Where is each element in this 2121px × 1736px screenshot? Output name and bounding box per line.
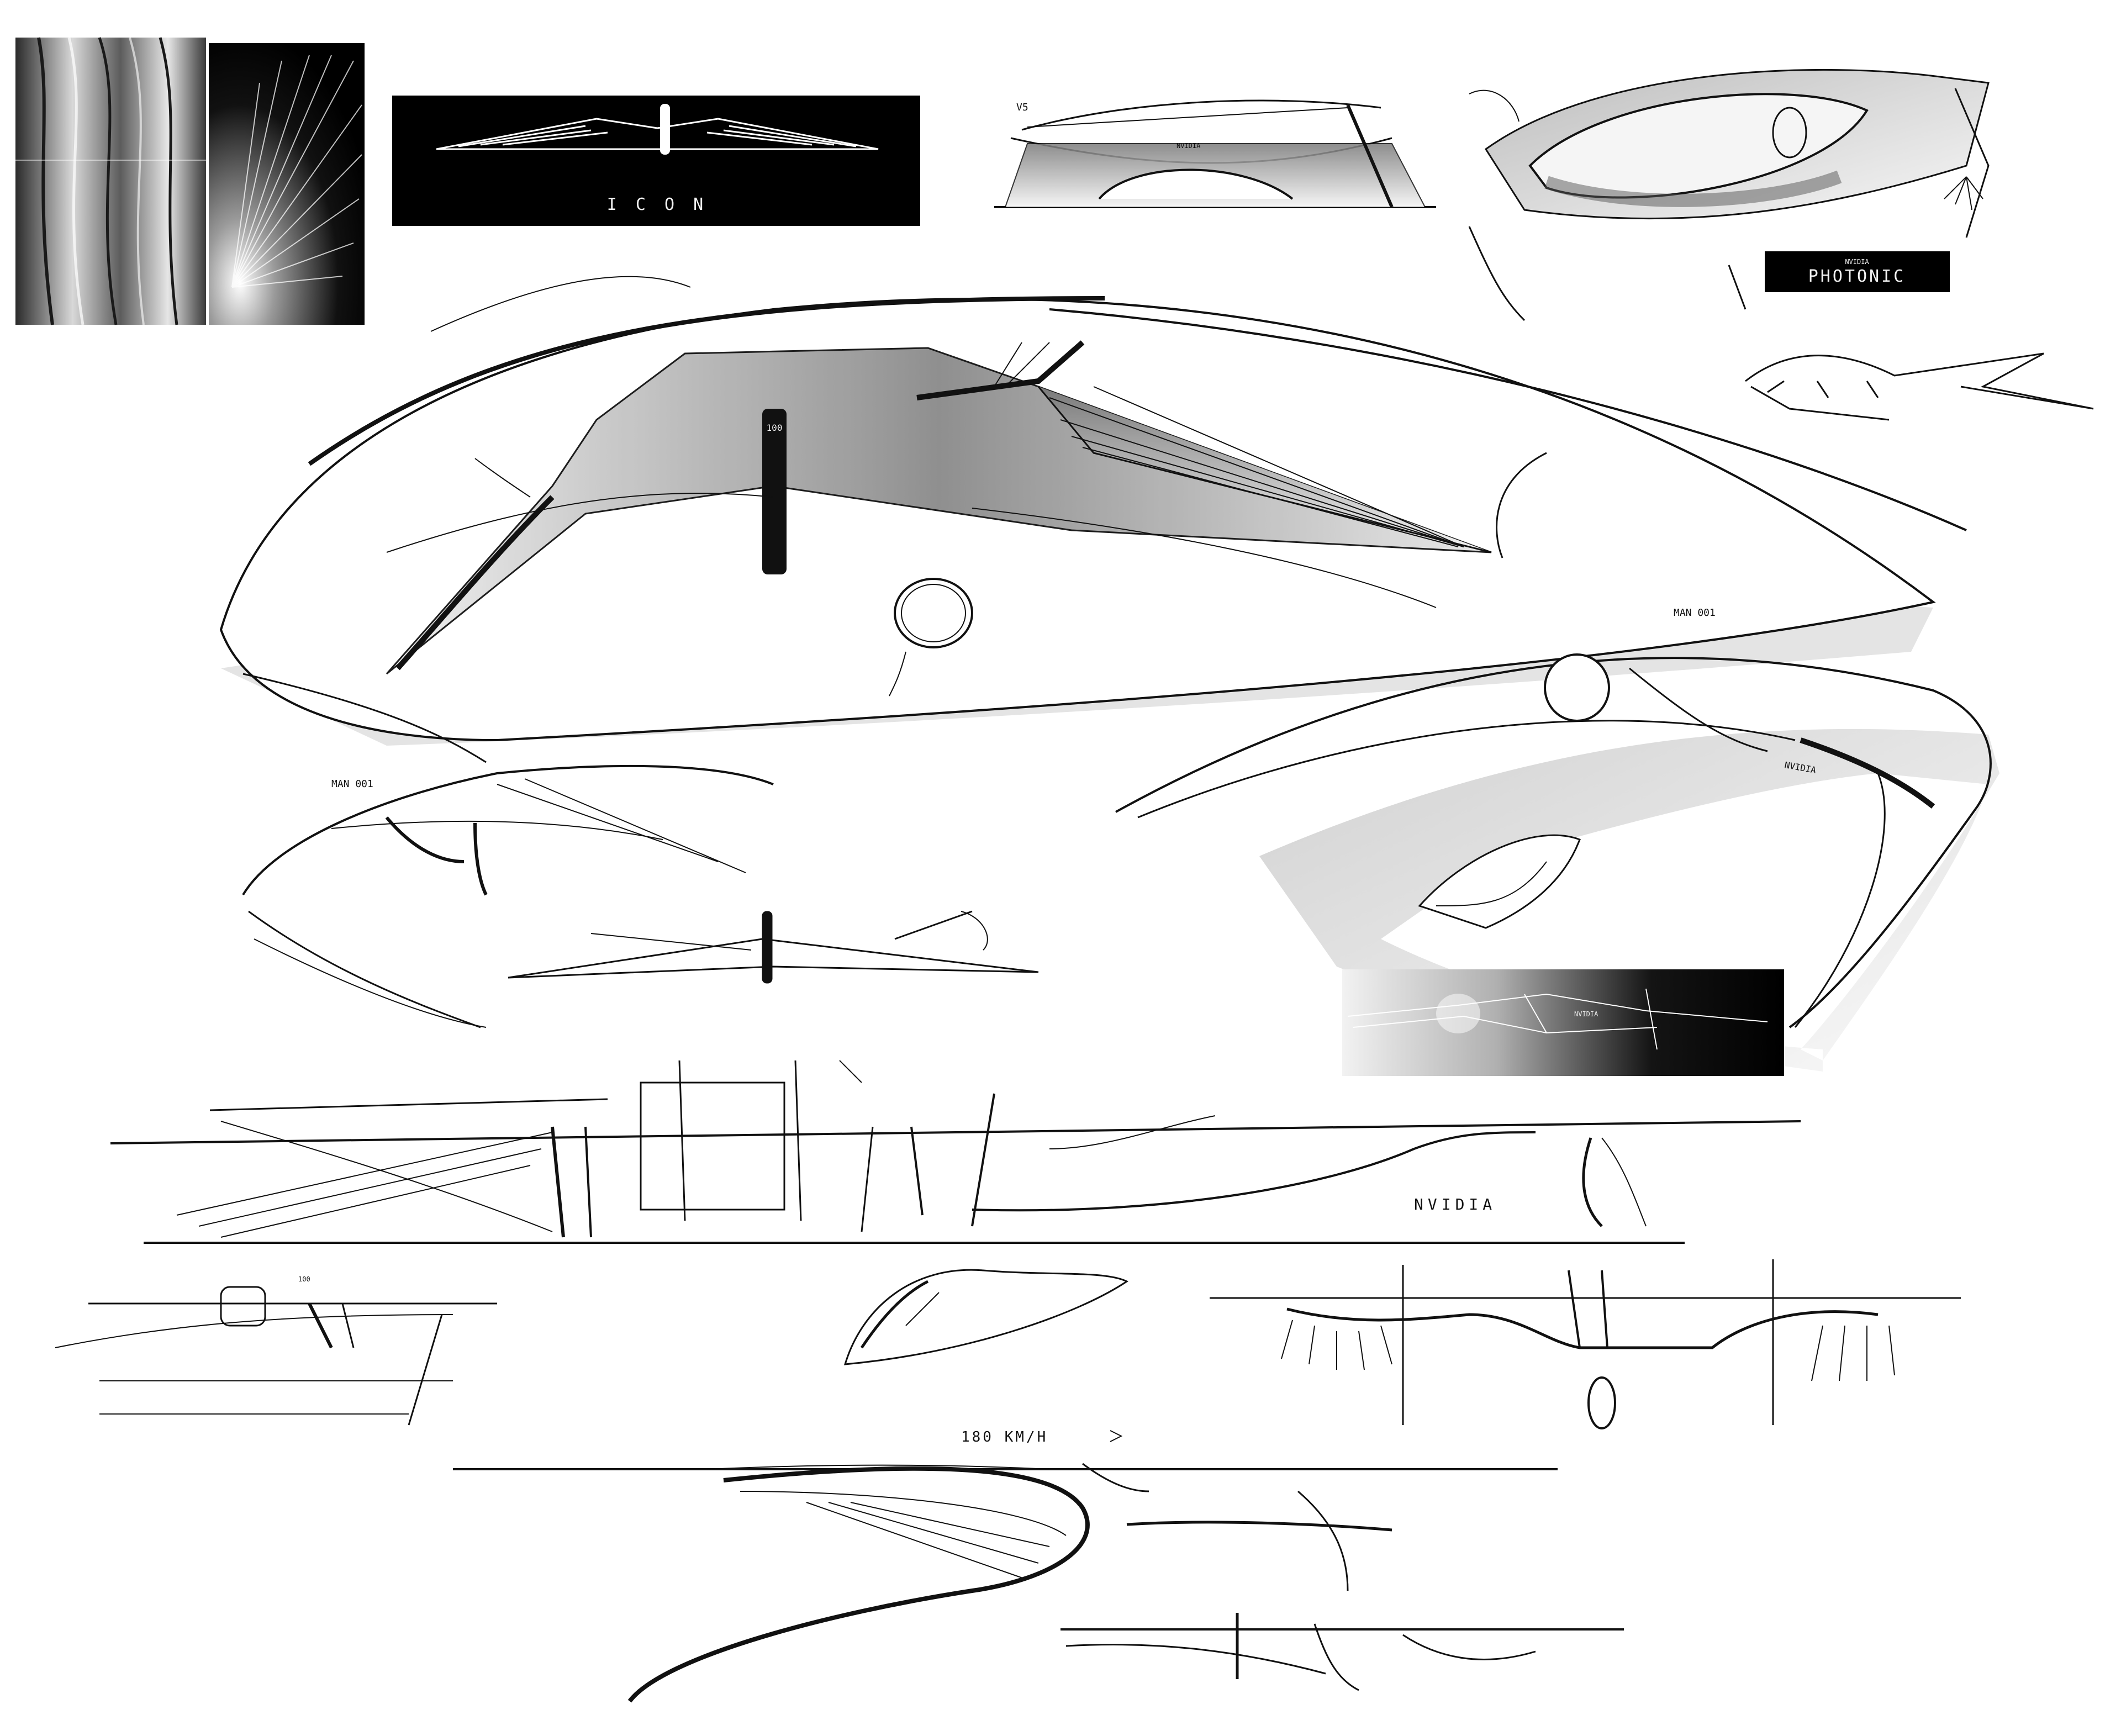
- door-panel-sketch: MAN 001: [242, 764, 774, 1028]
- light-burst-thumbnail: [209, 43, 365, 325]
- pillar-readout: 100: [767, 423, 783, 433]
- door-note: MAN 001: [331, 778, 373, 790]
- rear-wing-sketch: [1745, 352, 2094, 421]
- long-dash-brand: NVIDIA: [1414, 1195, 1496, 1213]
- rear-lamp-brand: NVIDIA: [1176, 142, 1201, 150]
- speed-note: 180 KM/H: [961, 1429, 1048, 1445]
- long-dashboard-sketch: NVIDIA: [110, 1060, 1801, 1244]
- photonic-wheel-sketch: NVIDIA PHOTONIC: [1468, 68, 1990, 321]
- console-section-sketch: [1210, 1259, 1961, 1429]
- rear-lamp-tag: V5: [1016, 102, 1028, 113]
- control-ring: [894, 578, 973, 648]
- light-strip-panel: NVIDIA: [1342, 969, 1784, 1076]
- icon-light-bar: [660, 104, 670, 155]
- icon-emblem-panel: I C O N: [392, 96, 920, 226]
- main-interior-sketch: 100 MAN 001: [219, 276, 1967, 763]
- fold-texture-thumbnail: [15, 37, 206, 325]
- light-strip-brand: NVIDIA: [1574, 1010, 1598, 1018]
- photonic-badge: [1765, 251, 1950, 292]
- bottom-rear-strip-sketch: [1060, 1613, 1624, 1691]
- mini-dash-note: 100: [298, 1275, 310, 1283]
- emblem-sketch: [508, 910, 1039, 984]
- icon-panel-label: I C O N: [607, 195, 708, 214]
- main-note: MAN 001: [1674, 607, 1716, 619]
- speed-dashboard-sketch: 180 KM/H: [453, 1429, 1558, 1703]
- photonic-name: PHOTONIC: [1808, 267, 1906, 286]
- mini-dashboard-sketch: 100: [55, 1275, 497, 1426]
- photonic-brand: NVIDIA: [1845, 258, 1869, 266]
- rear-lamp-sketch: V5 NVIDIA: [994, 99, 1436, 208]
- yoke-hub: [1544, 653, 1610, 722]
- pillar-display: [762, 409, 787, 574]
- controller-sketch: [843, 1269, 1128, 1365]
